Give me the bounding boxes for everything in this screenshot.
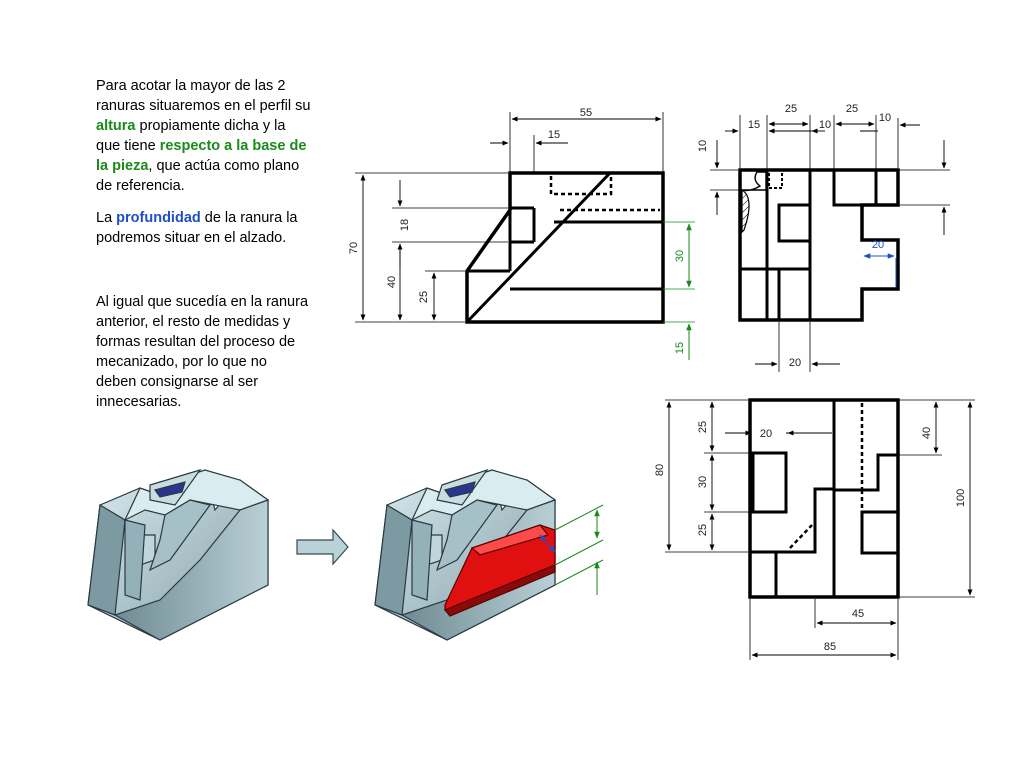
transition-arrow bbox=[296, 528, 349, 566]
dim-side-10a: 10 bbox=[819, 119, 831, 131]
dim-top-30: 30 bbox=[697, 476, 709, 488]
dim-front-70: 70 bbox=[348, 242, 360, 254]
dim-front-25: 25 bbox=[418, 291, 430, 303]
isometric-piece-original bbox=[87, 468, 270, 641]
dim-front-55: 55 bbox=[580, 107, 592, 119]
dim-top-25a: 25 bbox=[697, 421, 709, 433]
paragraph-profundidad: La profundidad de la ranura la podremos … bbox=[96, 210, 298, 246]
dim-front-40: 40 bbox=[386, 276, 398, 288]
dim-front-15: 15 bbox=[548, 129, 560, 141]
dim-top-100: 100 bbox=[955, 489, 967, 507]
dim-top-45: 45 bbox=[852, 608, 864, 620]
top-view bbox=[665, 398, 975, 660]
dim-front-18: 18 bbox=[399, 219, 411, 231]
side-view bbox=[710, 115, 950, 372]
dim-side-25b: 25 bbox=[846, 103, 858, 115]
isometric-piece-slotted bbox=[374, 468, 557, 641]
dim-side-20: 20 bbox=[789, 357, 801, 369]
dim-side-25a: 25 bbox=[785, 103, 797, 115]
dim-front-15b: 15 bbox=[674, 342, 686, 354]
dim-top-40: 40 bbox=[921, 427, 933, 439]
dim-side-10c: 10 bbox=[697, 140, 709, 152]
dim-top-85: 85 bbox=[824, 641, 836, 653]
paragraph-mecanizado: Al igual que sucedía en la ranura anteri… bbox=[96, 294, 309, 410]
front-view bbox=[355, 112, 695, 360]
dim-side-15: 15 bbox=[748, 119, 760, 131]
dim-side-20-blue: 20 bbox=[872, 239, 884, 251]
dim-side-10b: 10 bbox=[879, 112, 891, 124]
dim-top-20: 20 bbox=[760, 428, 772, 440]
dim-top-80: 80 bbox=[654, 464, 666, 476]
paragraph-altura: Para acotar la mayor de las 2 ranuras si… bbox=[96, 78, 311, 194]
dim-top-25b: 25 bbox=[697, 524, 709, 536]
slot-dimension-arrows bbox=[539, 504, 604, 595]
dim-front-30: 30 bbox=[674, 250, 686, 262]
